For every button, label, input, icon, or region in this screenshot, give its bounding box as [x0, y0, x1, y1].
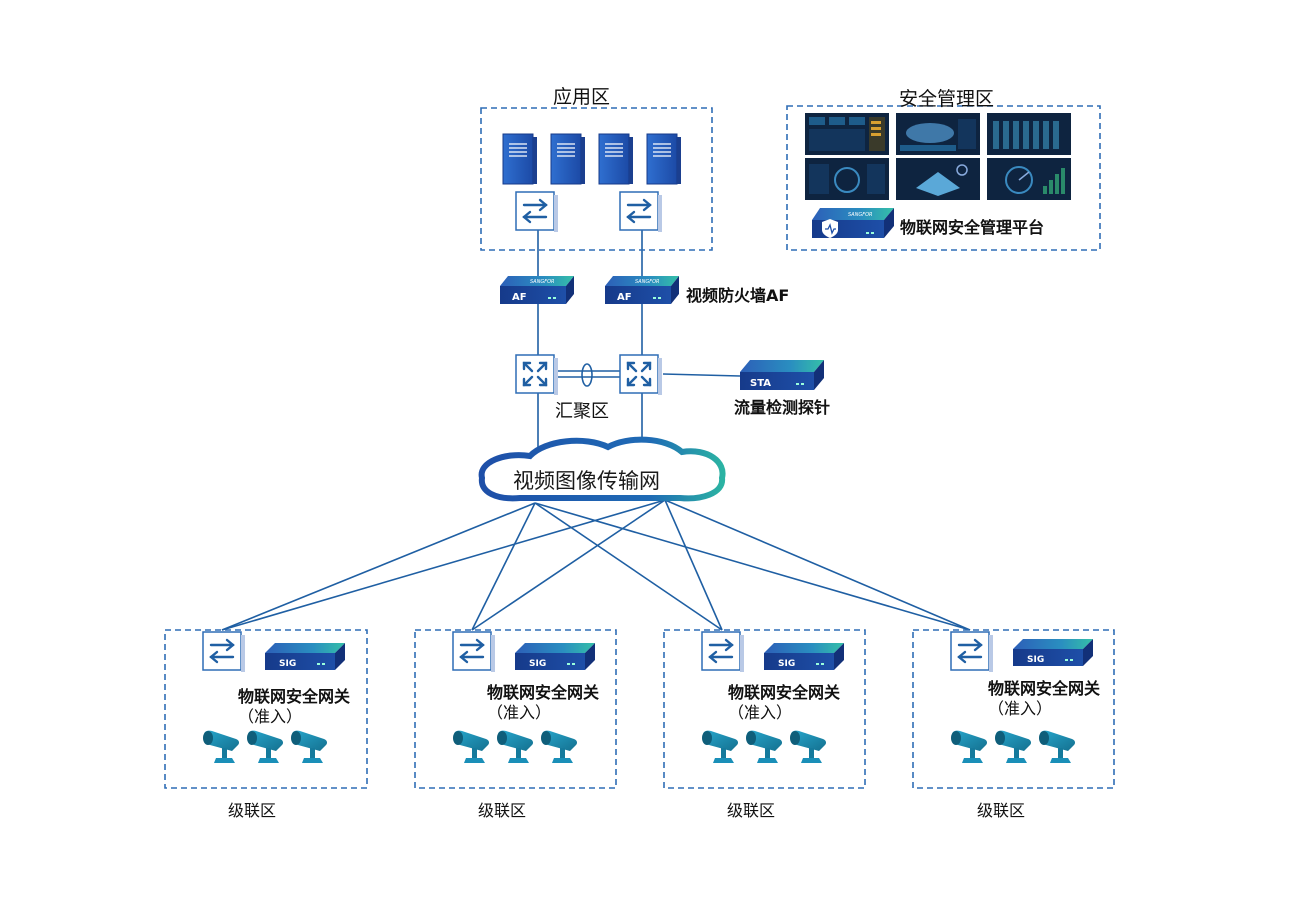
- cascade-zone-box-4: [912, 629, 1115, 789]
- device-badge: SIG: [529, 659, 546, 669]
- brand-text: SANGFOR: [530, 279, 555, 285]
- aggregation-zone-title: 汇聚区: [555, 401, 609, 422]
- camera-icon: [291, 730, 328, 763]
- dashboard-screen: [805, 113, 889, 155]
- switch-icon: [202, 631, 245, 672]
- gateway-label: 物联网安全网关: [728, 683, 841, 702]
- platform-device-icon: SANGFOR: [812, 208, 894, 238]
- probe-device-icon: STA: [740, 360, 824, 390]
- switch-icon: [950, 631, 993, 672]
- camera-icon: [995, 730, 1032, 763]
- firewall-label: 视频防火墙AF: [686, 286, 790, 305]
- cascade-zone-label: 级联区: [228, 801, 277, 820]
- cascade-zone-label: 级联区: [977, 801, 1026, 820]
- dashboard-screen: [805, 158, 889, 200]
- access-label: （准入）: [238, 707, 303, 726]
- gateway-label: 物联网安全网关: [238, 687, 351, 706]
- access-label: （准入）: [487, 703, 552, 722]
- camera-icon: [702, 730, 739, 763]
- switch-icon: [619, 191, 662, 232]
- server-icon: [550, 133, 585, 185]
- server-group: [502, 133, 681, 185]
- dashboard-screens: [805, 113, 1071, 200]
- cascade-zone-label: 级联区: [727, 801, 776, 820]
- zone-boxes: [164, 105, 1115, 789]
- device-badge: AF: [617, 292, 632, 303]
- cloud-label: 视频图像传输网: [513, 469, 660, 493]
- device-badge: SIG: [1027, 655, 1044, 665]
- probe-label: 流量检测探针: [734, 398, 831, 417]
- dashboard-screen: [896, 158, 980, 200]
- brand-text: SANGFOR: [848, 212, 873, 218]
- gateway-device-icon: SIG: [265, 643, 345, 670]
- device-badge: AF: [512, 292, 527, 303]
- device-badge: STA: [750, 378, 771, 389]
- camera-icon: [247, 730, 284, 763]
- camera-icon: [790, 730, 827, 763]
- server-icon: [598, 133, 633, 185]
- gateway-device-icon: SIG: [515, 643, 595, 670]
- gateway-device-icon: SIG: [764, 643, 844, 670]
- core-switch-icon: [515, 354, 558, 395]
- dashboard-screen: [896, 113, 980, 155]
- cascade-zone-box-3: [663, 629, 866, 789]
- gateway-device-icon: SIG: [1013, 639, 1093, 666]
- gateway-label: 物联网安全网关: [487, 683, 600, 702]
- cascade-zone-box-2: [414, 629, 617, 789]
- cascade-zone-label: 级联区: [478, 801, 527, 820]
- security-zone-box: [786, 105, 1101, 251]
- security-zone-title: 安全管理区: [899, 88, 995, 110]
- access-label: （准入）: [728, 703, 793, 722]
- switch-icon: [515, 191, 558, 232]
- app-zone-title: 应用区: [553, 86, 611, 108]
- camera-icon: [951, 730, 988, 763]
- dashboard-screen: [987, 113, 1071, 155]
- camera-icon: [746, 730, 783, 763]
- camera-icon: [1039, 730, 1076, 763]
- camera-icon: [497, 730, 534, 763]
- gateway-label: 物联网安全网关: [988, 679, 1101, 698]
- access-label: （准入）: [988, 699, 1053, 718]
- camera-icon: [541, 730, 578, 763]
- firewall-device-icon: SANGFOR AF: [500, 276, 574, 304]
- camera-icon: [203, 730, 240, 763]
- server-icon: [502, 133, 537, 185]
- firewall-device-icon: SANGFOR AF: [605, 276, 679, 304]
- app-zone-box: [480, 107, 713, 251]
- camera-icon: [453, 730, 490, 763]
- dashboard-screen: [987, 158, 1071, 200]
- cascade-zone-box-1: [164, 629, 368, 789]
- cloud-icon: [478, 436, 726, 502]
- device-badge: SIG: [279, 659, 296, 669]
- platform-label: 物联网安全管理平台: [900, 218, 1045, 237]
- switch-icon: [701, 631, 744, 672]
- switch-icon: [452, 631, 495, 672]
- brand-text: SANGFOR: [635, 279, 660, 285]
- device-badge: SIG: [778, 659, 795, 669]
- cascade-layer: SIG SIG SIG SIG: [202, 631, 1093, 763]
- server-icon: [646, 133, 681, 185]
- connection-lines: [221, 230, 971, 631]
- core-switch-icon: [619, 354, 662, 395]
